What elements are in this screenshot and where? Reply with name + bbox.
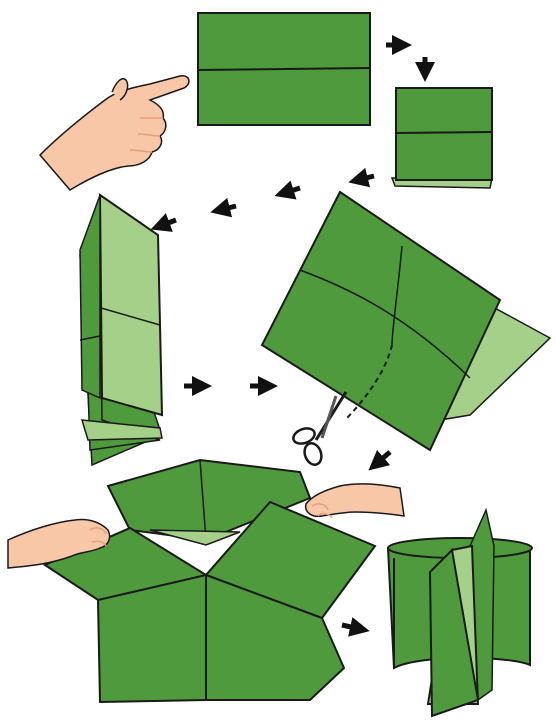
right-hand xyxy=(306,484,404,517)
step-6-result xyxy=(388,510,532,716)
scissors-icon xyxy=(291,392,346,467)
arrow-right-3 xyxy=(342,625,360,629)
step-1-sheet xyxy=(198,13,370,125)
step-4-sheet xyxy=(262,192,550,450)
fold-line xyxy=(396,132,492,133)
hand-pointing-icon xyxy=(40,76,189,190)
strip-front-panel xyxy=(100,195,162,415)
step-2-sheet xyxy=(392,88,492,188)
step-3-strip xyxy=(80,195,162,465)
arrow-down-left xyxy=(376,452,390,464)
folded-sheet xyxy=(396,88,492,180)
